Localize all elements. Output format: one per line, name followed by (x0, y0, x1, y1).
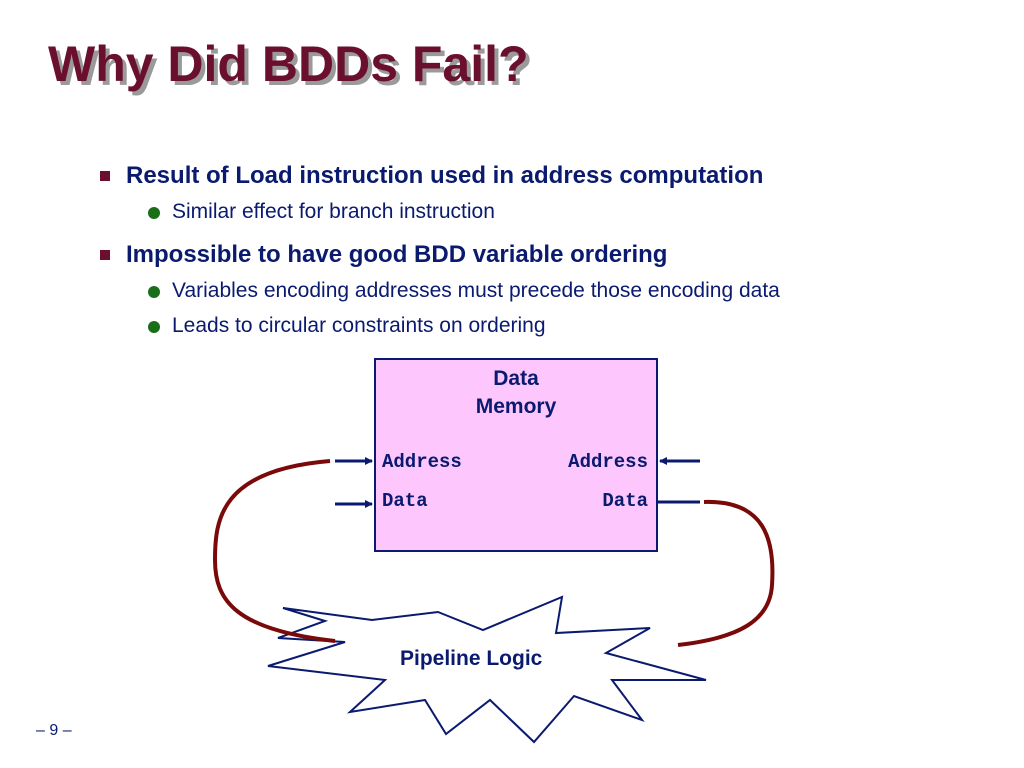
sub-bullet-circular: Leads to circular constraints on orderin… (148, 314, 546, 338)
sub-bullet-branch: Similar effect for branch instruction (148, 200, 495, 224)
left-address-port: Address (382, 451, 462, 473)
round-bullet-icon (148, 207, 160, 219)
sub-bullet-text: Variables encoding addresses must preced… (172, 279, 780, 302)
memory-title-line2: Memory (475, 395, 557, 418)
pipeline-logic-label: Pipeline Logic (400, 647, 543, 670)
data-memory-box: Data Memory Address Data Address Data (374, 358, 658, 552)
sub-bullet-addresses-precede: Variables encoding addresses must preced… (148, 279, 780, 303)
slide-title: Why Did BDDs Fail? (48, 36, 529, 92)
memory-title-line1: Data (493, 367, 539, 390)
pipeline-logic-starburst (267, 595, 707, 744)
square-bullet-icon (100, 171, 110, 181)
bullet-load-instruction: Result of Load instruction used in addre… (100, 162, 763, 190)
right-data-port: Data (602, 490, 648, 512)
page-number: – 9 – (36, 722, 72, 739)
square-bullet-icon (100, 250, 110, 260)
right-feedback-wire (677, 499, 775, 647)
sub-bullet-text: Leads to circular constraints on orderin… (172, 314, 546, 337)
sub-bullet-text: Similar effect for branch instruction (172, 200, 495, 223)
left-feedback-wire (212, 459, 336, 643)
right-address-port: Address (568, 451, 648, 473)
round-bullet-icon (148, 321, 160, 333)
left-data-port: Data (382, 490, 428, 512)
bullet-text: Impossible to have good BDD variable ord… (126, 241, 668, 268)
round-bullet-icon (148, 286, 160, 298)
bullet-variable-ordering: Impossible to have good BDD variable ord… (100, 241, 667, 269)
bullet-text: Result of Load instruction used in addre… (126, 162, 764, 189)
